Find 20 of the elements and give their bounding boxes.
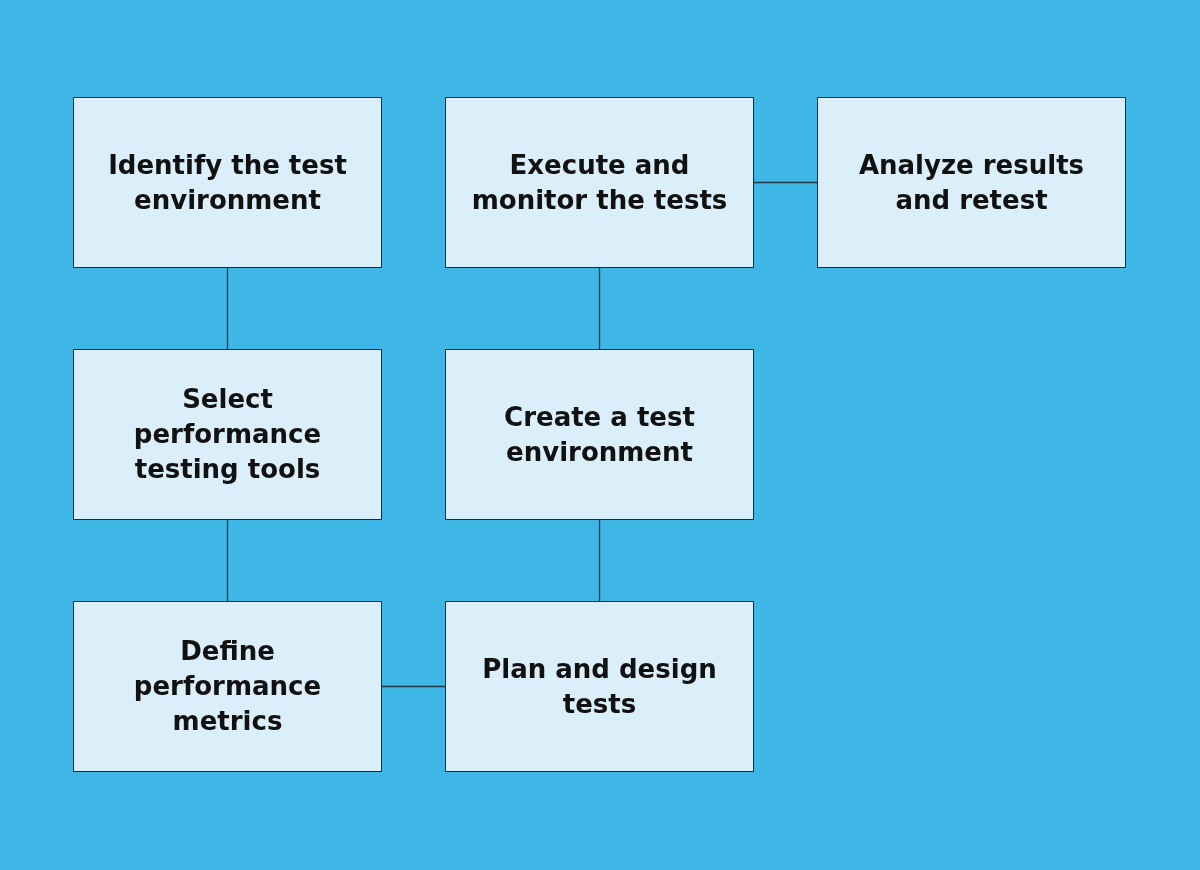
step-label: Plan and design tests — [481, 652, 718, 721]
process-box — [817, 97, 1126, 268]
process-box — [73, 601, 382, 772]
step-label: Analyze results and retest — [857, 148, 1086, 217]
process-box — [73, 349, 382, 520]
step-label: Define performance metrics — [132, 635, 323, 738]
connector-line — [381, 685, 446, 688]
step-label: Create a test environment — [503, 400, 696, 469]
process-box — [73, 97, 382, 268]
connector-line — [598, 267, 601, 350]
connector-line — [753, 181, 818, 184]
connector-line — [226, 267, 229, 350]
step-label: Identify the test environment — [107, 148, 348, 217]
process-box — [445, 97, 754, 268]
step-label: Select performance testing tools — [132, 383, 323, 486]
connector-line — [226, 519, 229, 602]
step-label: Execute and monitor the tests — [470, 148, 729, 217]
process-box — [445, 349, 754, 520]
process-box — [445, 601, 754, 772]
connector-line — [598, 519, 601, 602]
